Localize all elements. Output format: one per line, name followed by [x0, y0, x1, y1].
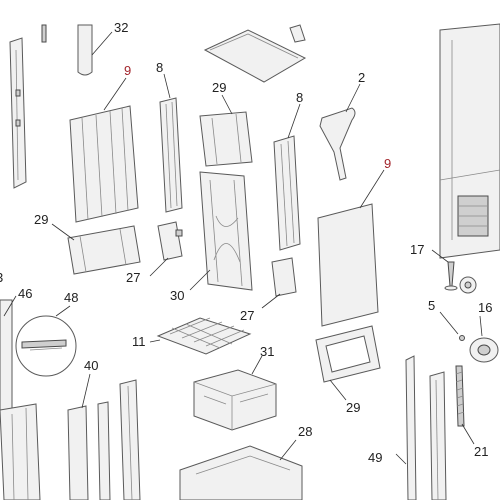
callout-27-left: 27 — [126, 270, 140, 285]
disc-part-16 — [469, 337, 499, 363]
callout-29-frame: 29 — [346, 400, 360, 415]
callout-48: 48 — [64, 290, 78, 305]
callout-16: 16 — [478, 300, 492, 315]
ash-pan-part-31 — [193, 369, 277, 431]
bracket-part-46 — [0, 299, 13, 421]
callout-29-top: 29 — [212, 80, 226, 95]
side-panel-part-9 — [69, 105, 139, 223]
callout-31: 31 — [260, 344, 274, 359]
rail-part-49 — [405, 355, 447, 500]
callout-9-right: 9 — [384, 156, 391, 171]
side-panel-part-9-right — [317, 203, 379, 327]
rod-part — [41, 24, 47, 43]
brick-part-29-left — [67, 225, 141, 275]
callout-28: 28 — [298, 424, 312, 439]
top-cover-plate — [203, 29, 307, 83]
callout-29-left: 29 — [34, 212, 48, 227]
callout-3: 3 — [0, 270, 3, 285]
frame-part-29 — [315, 325, 381, 383]
callout-32: 32 — [114, 20, 128, 35]
column-part-40 — [67, 379, 141, 500]
callout-11: 11 — [132, 334, 146, 349]
detail-view-part-48 — [15, 315, 77, 377]
callout-27-right: 27 — [240, 308, 254, 323]
grate-part-11 — [156, 317, 252, 355]
top-bracket — [289, 24, 306, 43]
callout-46: 46 — [18, 286, 32, 301]
small-panel-part-27-left — [157, 221, 183, 261]
slim-panel-part-8-left — [159, 97, 183, 213]
callout-8-right: 8 — [296, 90, 303, 105]
callout-5: 5 — [428, 298, 435, 313]
handle-part-2 — [319, 107, 356, 181]
callout-49: 49 — [368, 450, 382, 465]
back-panel-part-30 — [199, 171, 253, 291]
callout-30: 30 — [170, 288, 184, 303]
callout-17: 17 — [410, 242, 424, 257]
small-panel-part-27-right — [271, 257, 297, 297]
base-tray-part-28 — [179, 445, 303, 500]
spring-part-21 — [455, 365, 465, 427]
brick-part-29-top — [199, 111, 253, 167]
callout-21: 21 — [474, 444, 488, 459]
lower-left-bracket — [0, 403, 41, 500]
callout-2: 2 — [358, 70, 365, 85]
left-frame-post — [9, 37, 27, 189]
slim-panel-part-8-right — [273, 135, 301, 251]
callout-40: 40 — [84, 358, 98, 373]
tube-part-32 — [77, 24, 93, 76]
stove-body — [439, 23, 500, 259]
callout-8-left: 8 — [156, 60, 163, 75]
bolt-part-17 — [444, 261, 477, 294]
callout-9-left: 9 — [124, 63, 131, 78]
pin-part-5 — [459, 335, 465, 341]
